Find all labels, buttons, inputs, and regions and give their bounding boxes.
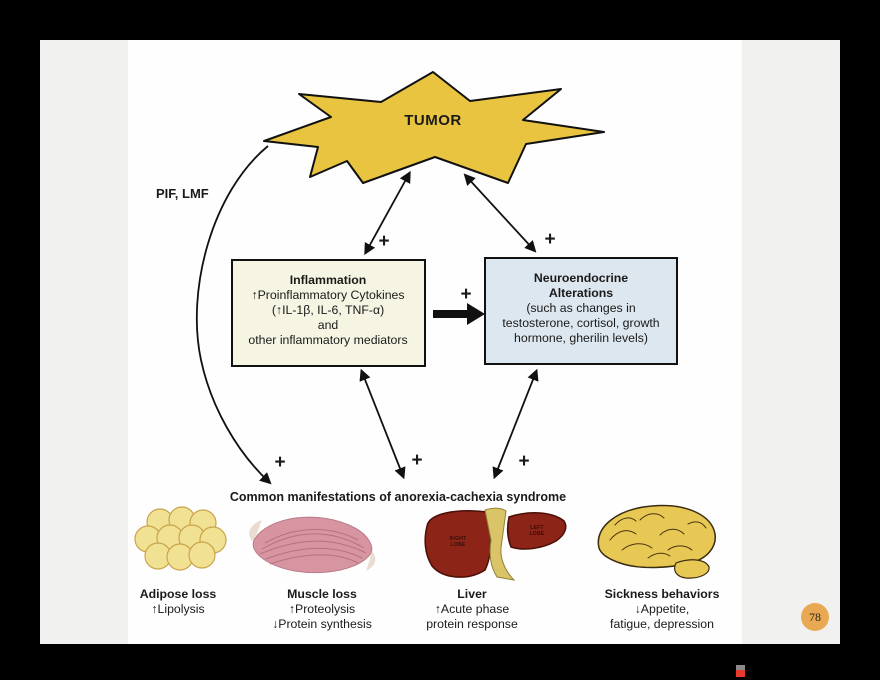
sickness-line: ↓Appetite, [635, 602, 690, 616]
adipose-title: Adipose loss [140, 587, 217, 601]
plus-sign-between-boxes: + [460, 284, 471, 305]
arrow-inflammation-manifestations [359, 368, 406, 480]
muscle-line: ↓Protein synthesis [272, 617, 372, 631]
plus-sign-tumor-inflammation: + [378, 231, 389, 252]
liver-right-lobe-label: LOBE [450, 542, 465, 548]
liver-image: RIGHT LOBE LEFT LOBE [424, 507, 567, 581]
arrow-pif-lmf [195, 145, 272, 485]
arrow-tumor-neuroendocrine [463, 173, 537, 253]
inflammation-line: other inflammatory mediators [248, 333, 407, 347]
muscle-line: ↑Proteolysis [289, 602, 355, 616]
diagram-canvas: TUMOR PIF, LMF + + + + + + Inflammation … [128, 40, 742, 644]
inflammation-title: Inflammation [290, 273, 367, 287]
plus-sign-inflammation-manifestations: + [411, 450, 422, 471]
arrow-neuroendocrine-manifestations [492, 368, 539, 480]
neuroendocrine-box [484, 257, 678, 365]
diagram-svg: TUMOR PIF, LMF + + + + + + Inflammation … [134, 71, 720, 631]
manifestations-title: Common manifestations of anorexia-cachex… [230, 490, 566, 504]
neuroendocrine-title: Neuroendocrine [534, 271, 628, 285]
sickness-line: fatigue, depression [610, 617, 714, 631]
liver-left-lobe-label: LEFT [530, 525, 544, 531]
falciform-ligament [484, 507, 516, 581]
liver-right-lobe-label: RIGHT [449, 536, 466, 542]
liver-caption: Liver ↑Acute phase protein response [426, 587, 518, 631]
muscle-image [249, 516, 376, 574]
adipose-line: ↑Lipolysis [151, 602, 204, 616]
inflammation-line: ↑Proinflammatory Cytokines [251, 288, 404, 302]
inflammation-line: (↑IL-1β, IL-6, TNF-α) [272, 303, 384, 317]
page-number-badge: 78 [801, 603, 829, 631]
plus-sign-neuroendocrine-manifestations: + [518, 451, 529, 472]
neuroendocrine-line: hormone, gherilin levels) [514, 331, 648, 345]
liver-title: Liver [457, 587, 487, 601]
brain-image [597, 504, 716, 579]
tumor-star [263, 71, 605, 184]
muscle-caption: Muscle loss ↑Proteolysis ↓Protein synthe… [272, 587, 372, 631]
cursor-marker-gray [736, 665, 745, 670]
liver-line: protein response [426, 617, 518, 631]
neuroendocrine-title: Alterations [549, 286, 613, 300]
sickness-title: Sickness behaviors [605, 587, 720, 601]
plus-sign-pif-lmf: + [274, 452, 285, 473]
inflammation-box [231, 259, 426, 367]
neuroendocrine-line: (such as changes in [526, 301, 636, 315]
cursor-marker-red [736, 670, 745, 677]
muscle-title: Muscle loss [287, 587, 357, 601]
tumor-label: TUMOR [404, 112, 462, 129]
arrow-tumor-inflammation [364, 170, 411, 256]
adipose-caption: Adipose loss ↑Lipolysis [140, 587, 217, 616]
arrow-inflammation-to-neuroendocrine-head [467, 303, 485, 325]
page-number: 78 [809, 609, 821, 624]
liver-left-lobe-label: LOBE [529, 531, 544, 537]
liver-line: ↑Acute phase [435, 602, 510, 616]
inflammation-line: and [318, 318, 339, 332]
sickness-caption: Sickness behaviors ↓Appetite, fatigue, d… [605, 587, 720, 631]
slide: TUMOR PIF, LMF + + + + + + Inflammation … [40, 40, 840, 644]
plus-sign-tumor-neuroendocrine: + [544, 229, 555, 250]
adipose-tissue-image [134, 506, 227, 571]
pif-lmf-label: PIF, LMF [156, 186, 209, 201]
neuroendocrine-line: testosterone, cortisol, growth [502, 316, 659, 330]
